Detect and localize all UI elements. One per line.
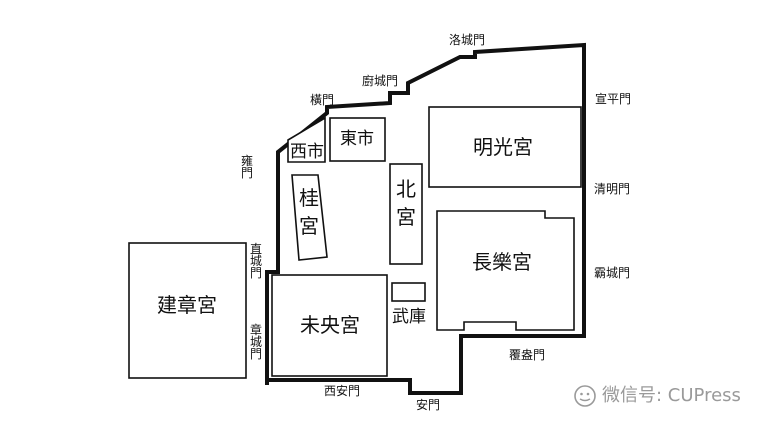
luocheng-gate-label: 洛城門 (449, 32, 485, 47)
north-palace (389, 163, 423, 265)
mingguang-palace (428, 106, 582, 188)
chucheng-gate-label: 廚城門 (362, 73, 398, 88)
an-gate-label: 安門 (416, 397, 440, 412)
west-market-label: 西市 (290, 142, 324, 162)
yong-gate-label: 雍門 (241, 153, 253, 180)
east-market (329, 117, 386, 162)
zhangcheng-gate-label: 章城門 (250, 322, 262, 361)
armory (391, 282, 426, 302)
jianzhang-palace-label: 建章宮 (157, 293, 217, 317)
changle-palace (436, 210, 575, 331)
heng-gate-label: 橫門 (310, 93, 334, 107)
gui-palace (291, 174, 328, 261)
gui-palace-label: 桂宮 (299, 186, 319, 238)
mingguang-palace-label: 明光宮 (473, 135, 533, 159)
weiyang-palace-label: 未央宮 (300, 313, 360, 337)
west-market (287, 116, 326, 163)
zhicheng-gate-label: 直城門 (250, 242, 262, 280)
jianzhang-palace (128, 242, 247, 379)
wechat-icon (574, 385, 596, 407)
watermark-text: 微信号: CUPress (602, 385, 741, 406)
east-market-label: 東市 (340, 129, 374, 149)
bacheng-gate-label: 霸城門 (594, 266, 630, 280)
xuanping-gate-label: 宣平門 (595, 91, 631, 106)
xian-gate-label: 西安門 (324, 383, 360, 398)
weiyang-palace (271, 274, 388, 377)
north-palace-label: 北宮 (396, 177, 416, 229)
fuang-gate-label: 覆盎門 (509, 348, 545, 362)
armory-label: 武庫 (392, 307, 426, 327)
changle-palace-label: 長樂宮 (472, 250, 532, 274)
qingming-gate-label: 清明門 (594, 182, 630, 196)
